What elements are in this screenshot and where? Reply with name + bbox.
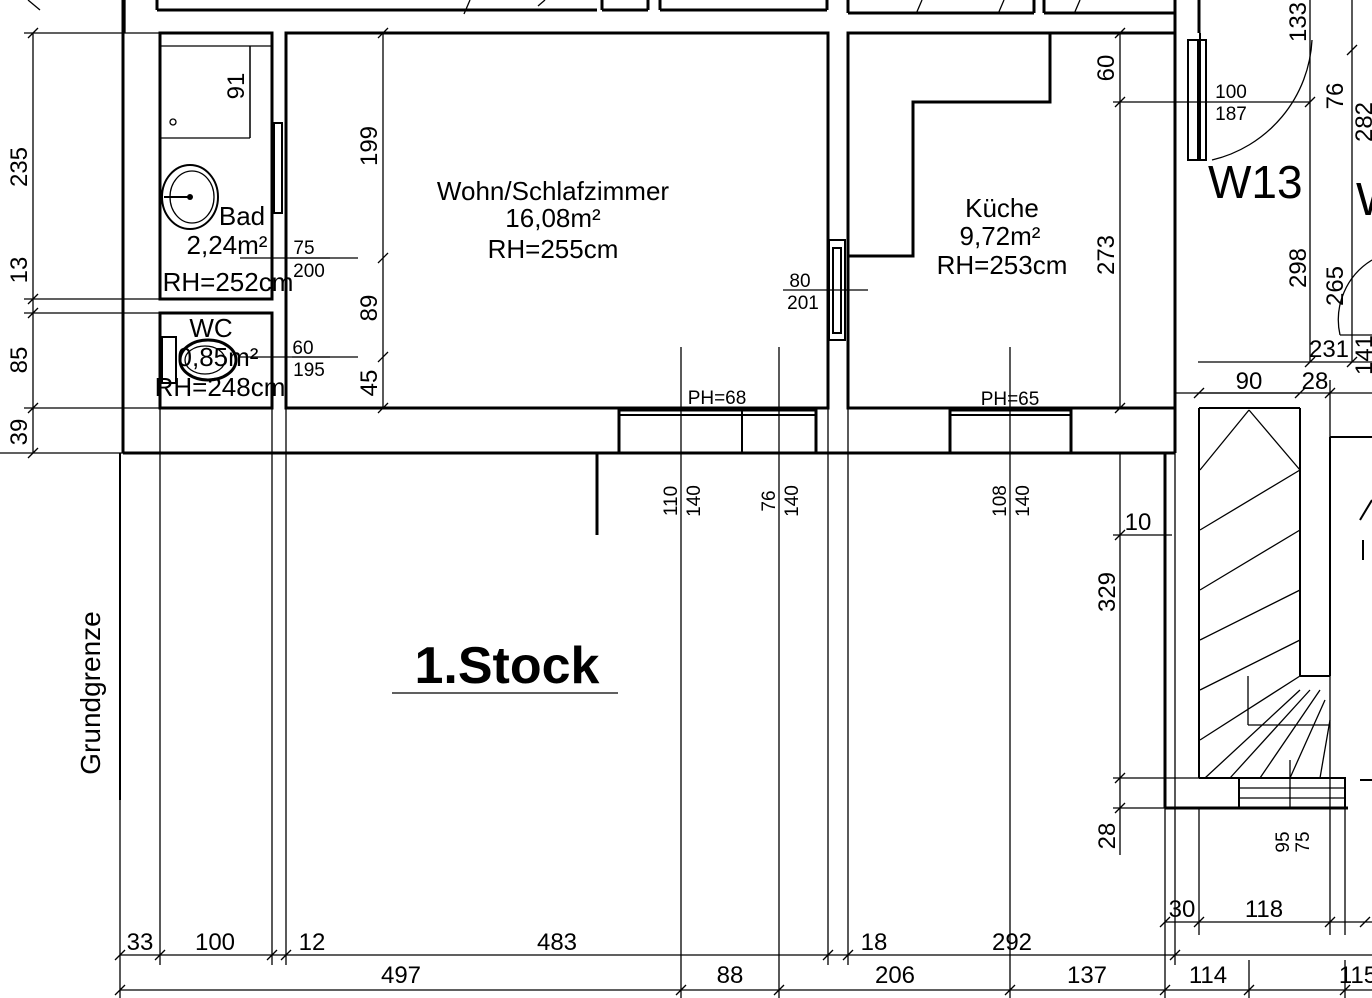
- dim-b-30: 30: [1169, 896, 1196, 923]
- window-label-partial: W: [1356, 173, 1372, 225]
- dim-c-497: 497: [381, 962, 421, 989]
- parapet-kueche: PH=65: [981, 389, 1040, 410]
- wohn-room-height: RH=255cm: [488, 234, 619, 264]
- dim-b-18: 18: [861, 929, 888, 956]
- dim-right-298: 298: [1285, 248, 1312, 288]
- wc-room-area: 0,85m²: [178, 342, 259, 372]
- dim-right-329: 329: [1094, 572, 1121, 612]
- dim-c-137: 137: [1067, 962, 1107, 989]
- kueche-room-area: 9,72m²: [960, 221, 1041, 251]
- dim-kueche-273: 273: [1093, 235, 1120, 275]
- dim-left-235: 235: [6, 147, 33, 187]
- dim-right-231: 231: [1309, 336, 1349, 363]
- kueche-door-width: 80: [789, 271, 810, 292]
- bad-room: [158, 31, 283, 301]
- wohn-room-name: Wohn/Schlafzimmer: [437, 176, 669, 206]
- plan-title: 1.Stock: [415, 637, 600, 695]
- bad-door-height: 200: [293, 261, 325, 282]
- dim-bad-91: 91: [223, 73, 250, 100]
- dim-left-39: 39: [6, 419, 33, 446]
- stair-small-b: 75: [1293, 831, 1314, 852]
- kueche-room-name: Küche: [965, 193, 1039, 223]
- dim-left-85: 85: [6, 347, 33, 374]
- dim-b-100: 100: [195, 929, 235, 956]
- dim-c-88: 88: [717, 962, 744, 989]
- win1-b: 140: [684, 485, 705, 517]
- dim-right-282: 282: [1351, 102, 1372, 142]
- win1-a: 110: [661, 486, 682, 516]
- dim-c-115: 115: [1339, 962, 1372, 989]
- dim-b-483: 483: [537, 929, 577, 956]
- wc-room-name: WC: [189, 313, 232, 343]
- bad-room-height: RH=252cm: [163, 267, 294, 297]
- dim-b-12: 12: [299, 929, 326, 956]
- wc-door-height: 195: [293, 360, 325, 381]
- top-partial-walls: [27, 0, 1201, 33]
- bad-room-name: Bad: [219, 201, 265, 231]
- dim-b-292: 292: [992, 929, 1032, 956]
- bad-room-area: 2,24m²: [187, 230, 268, 260]
- dim-right-265: 265: [1322, 266, 1349, 306]
- win2-b: 140: [782, 485, 803, 517]
- wohn-room-area: 16,08m²: [505, 203, 601, 233]
- stair-door-width: 100: [1215, 82, 1247, 103]
- kueche-room-height: RH=253cm: [937, 250, 1068, 280]
- bad-door-width: 75: [293, 238, 314, 259]
- dim-right-10: 10: [1125, 509, 1152, 536]
- dim-right-28b: 28: [1094, 823, 1121, 850]
- dim-c-206: 206: [875, 962, 915, 989]
- kueche-room: [846, 31, 1207, 410]
- dim-stair-28: 28: [1302, 368, 1329, 395]
- wc-door-width: 60: [292, 338, 313, 359]
- stair-door-height: 187: [1215, 104, 1247, 125]
- dim-c-114: 114: [1189, 962, 1227, 989]
- dim-right-76: 76: [1322, 83, 1349, 110]
- win3-a: 108: [990, 485, 1011, 517]
- dim-left-13: 13: [6, 257, 33, 284]
- dim-wohn-45: 45: [356, 370, 383, 397]
- dim-stair-90: 90: [1236, 368, 1263, 395]
- dim-b-33: 33: [127, 929, 154, 956]
- dim-right-141: 141: [1351, 335, 1372, 375]
- kueche-door-height: 201: [787, 293, 819, 314]
- boundary-label: Grundgrenze: [75, 611, 106, 774]
- parapet-wohn: PH=68: [688, 388, 747, 409]
- window-label-w13: W13: [1208, 156, 1303, 208]
- stairwell: [1163, 33, 1372, 810]
- wc-room: [158, 311, 274, 410]
- win3-b: 140: [1013, 485, 1034, 517]
- stair-small-a: 95: [1273, 831, 1294, 852]
- dim-wohn-199: 199: [356, 126, 383, 166]
- dim-kueche-60: 60: [1093, 55, 1120, 82]
- win2-a: 76: [759, 490, 780, 511]
- dim-right-133: 133: [1285, 2, 1312, 42]
- wc-room-height: RH=248cm: [155, 372, 286, 402]
- dim-wohn-89: 89: [356, 295, 383, 322]
- dim-b-118: 118: [1245, 896, 1283, 923]
